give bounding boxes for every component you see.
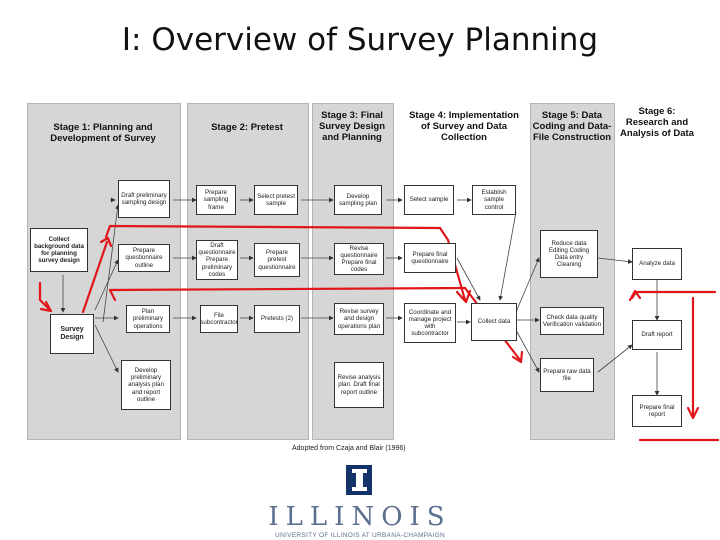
logo-wordmark: ILLINOIS [268,502,452,532]
box-final-report: Prepare final report [632,395,682,427]
box-collect-data: Collect data [471,303,517,341]
box-prepare-final-questionnaire: Prepare final questionnaire [404,243,456,273]
stage-1-heading: Stage 1: Planning and Development of Sur… [50,122,156,144]
box-select-sample: Select sample [404,185,454,215]
box-revise-analysis: Revise analysis plan. Draft final report… [334,362,384,408]
slide-title: I: Overview of Survey Planning [121,22,599,58]
stage-3-heading: Stage 3: Final Survey Design and Plannin… [319,110,385,143]
box-develop-sampling-plan: Develop sampling plan [334,185,382,215]
box-revise-questionnaire: Revise questionnaire Prepare final codes [334,243,384,275]
box-pretests: Pretests (2) [254,305,300,333]
box-collect-background: Collect background data for planning sur… [30,228,88,272]
box-draft-sampling: Draft preliminary sampling design [118,180,170,218]
box-file-subcontractor: File subcontractor [200,305,238,333]
box-develop-analysis: Develop preliminary analysis plan and re… [121,360,171,410]
box-coordinate: Coordinate and manage project with subco… [404,303,456,343]
box-check-quality: Check data quality Verification validati… [540,307,604,335]
box-prepare-pretest: Prepare pretest questionnaire [254,243,300,277]
stage-6-heading: Stage 6: Research and Analysis of Data [620,106,694,139]
box-prepare-raw: Prepare raw data file [540,358,594,392]
box-select-pretest: Select pretest sample [254,185,298,215]
box-prepare-frame: Prepare sampling frame [196,185,236,215]
logo-subtitle: UNIVERSITY OF ILLINOIS AT URBANA-CHAMPAI… [275,532,445,539]
box-analyze-data: Analyze data [632,248,682,280]
box-plan-preliminary: Plan preliminary operations [126,305,170,333]
stage-4-heading: Stage 4: Implementation of Survey and Da… [409,110,519,143]
box-reduce-data: Reduce data Editing Coding Data entry Cl… [540,230,598,278]
stage-2-heading: Stage 2: Pretest [211,122,283,133]
credit-text: Adopted from Czaja and Blair (1996) [292,445,406,452]
box-draft-report: Draft report [632,320,682,350]
box-prepare-questionnaire: Prepare questionnaire outline [118,244,170,272]
box-revise-survey: Revise survey and design operations plan [334,303,384,335]
illinois-block-i-logo [346,465,372,495]
box-survey-design: Survey Design [50,314,94,354]
box-draft-questionnaire: Draft questionnaire Prepare preliminary … [196,240,238,280]
box-establish-control: Establish sample control [472,185,516,215]
stage-5-heading: Stage 5: Data Coding and Data-File Const… [532,110,612,143]
